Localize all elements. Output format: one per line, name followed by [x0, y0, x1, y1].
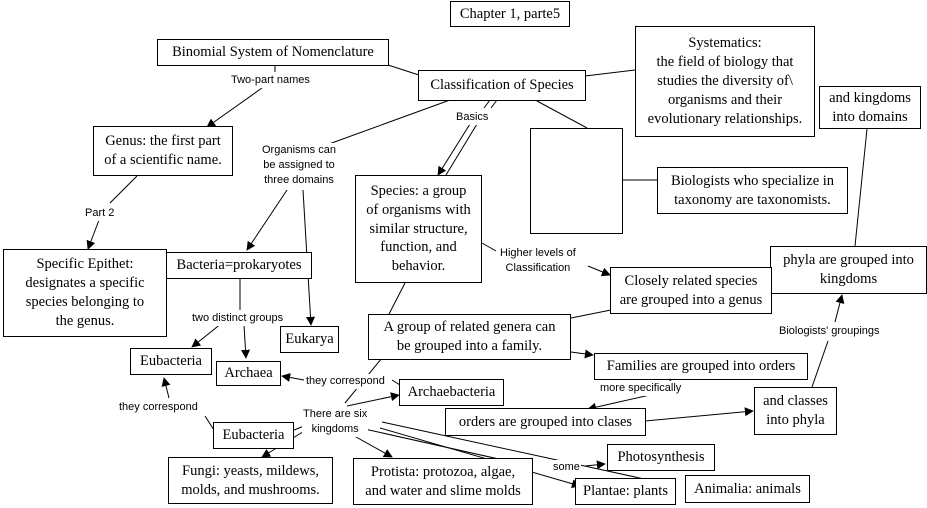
photosynthesis-node: Photosynthesis: [607, 444, 715, 471]
genus-node: Genus: the first part of a scientific na…: [93, 126, 233, 176]
link-some-photosynthesis: [584, 460, 606, 470]
systematics-node: Systematics: the field of biology that s…: [635, 26, 815, 137]
orders-clases-node: orders are grouped into clases: [445, 408, 646, 436]
closely-related-node: Closely related species are grouped into…: [610, 267, 772, 314]
families-orders-node: Families are grouped into orders: [594, 353, 808, 380]
link-classes-groupings: [811, 340, 829, 388]
link-basics-species-b: [445, 123, 478, 176]
label-higher-levels: Higher levels of Classification: [499, 246, 577, 276]
link-part2-epithet: [86, 219, 100, 250]
bacteria-node: Bacteria=prokaryotes: [166, 252, 312, 279]
fungi-node: Fungi: yeasts, mildews, molds, and mushr…: [168, 457, 333, 504]
protista-node: Protista: protozoa, algae, and water and…: [353, 458, 533, 505]
label-biologists-groupings: Biologists' groupings: [778, 324, 881, 339]
binomial-system-node: Binomial System of Nomenclature: [157, 39, 389, 66]
classification-node: Classification of Species: [418, 70, 586, 101]
chapter-title: Chapter 1, parte5: [450, 1, 570, 27]
link-classification-domains: [317, 99, 451, 149]
link-family-orders: [570, 349, 594, 359]
label-six-kingdoms: There are six kingdoms: [302, 407, 369, 437]
link-specifically-clases: [587, 394, 651, 412]
label-some: some: [552, 460, 581, 475]
link-classification-systematics: [584, 69, 636, 77]
link-clases-phyla: [644, 407, 754, 422]
link-eubottom-correspond: [204, 415, 215, 431]
label-three-domains: Organisms can be assigned to three domai…: [261, 143, 337, 188]
plantae-node: Plantae: plants: [575, 478, 676, 505]
link-groupings-phyla: [834, 294, 845, 323]
eukarya-node: Eukarya: [280, 326, 339, 353]
link-correspond-eutop: [161, 377, 171, 399]
link-higher-closely: [587, 265, 611, 277]
link-distinct-archaea: [241, 324, 251, 359]
link-classification-basics-b: [490, 99, 498, 109]
empty-node: [530, 128, 623, 234]
archaea-node: Archaea: [216, 361, 281, 386]
archaebacteria-node: Archaebacteria: [399, 379, 504, 406]
species-node: Species: a group of organisms with simil…: [355, 175, 482, 283]
link-closely-family: [570, 309, 612, 319]
label-basics: Basics: [455, 110, 490, 125]
link-six-archaebacteria: [346, 392, 400, 407]
link-domains-bacteria: [246, 189, 288, 251]
animalia-node: Animalia: animals: [685, 475, 810, 503]
phyla-kingdoms-node: phyla are grouped into kingdoms: [770, 246, 927, 294]
link-six-plantae: [379, 427, 581, 489]
eubacteria-bottom-node: Eubacteria: [213, 422, 294, 449]
link-classification-basics-a: [483, 99, 491, 109]
link-six-animalia: [381, 421, 673, 488]
specific-epithet-node: Specific Epithet: designates a specific …: [3, 249, 167, 337]
taxonomists-node: Biologists who specialize in taxonomy ar…: [657, 167, 848, 214]
label-they-correspond-archaea: they correspond: [305, 374, 386, 389]
link-twopart-genus: [206, 87, 263, 128]
link-species-higher: [481, 242, 497, 252]
label-they-correspond-eubacteria: they correspond: [118, 400, 199, 415]
label-part-2: Part 2: [84, 206, 116, 221]
link-binomial-classification: [387, 64, 423, 77]
eubacteria-top-node: Eubacteria: [130, 348, 212, 375]
label-more-specifically: more specifically: [599, 381, 683, 396]
link-basics-species-a: [437, 123, 471, 176]
link-correspond-archaea: [281, 373, 305, 382]
link-species-family: [387, 282, 406, 317]
label-two-distinct-groups: two distinct groups: [191, 311, 285, 326]
link-classification-emptybox: [536, 100, 588, 129]
kingdoms-domains-node: and kingdoms into domains: [819, 86, 921, 129]
label-two-part-names: Two-part names: [230, 73, 311, 88]
link-distinct-eubacteria: [191, 322, 223, 348]
link-genus-part2: [109, 175, 138, 204]
link-correspond-archaebacteria: [391, 379, 401, 386]
link-phyla-domains: [854, 128, 868, 247]
classes-phyla-node: and classes into phyla: [754, 387, 837, 435]
family-node: A group of related genera can be grouped…: [368, 314, 571, 360]
